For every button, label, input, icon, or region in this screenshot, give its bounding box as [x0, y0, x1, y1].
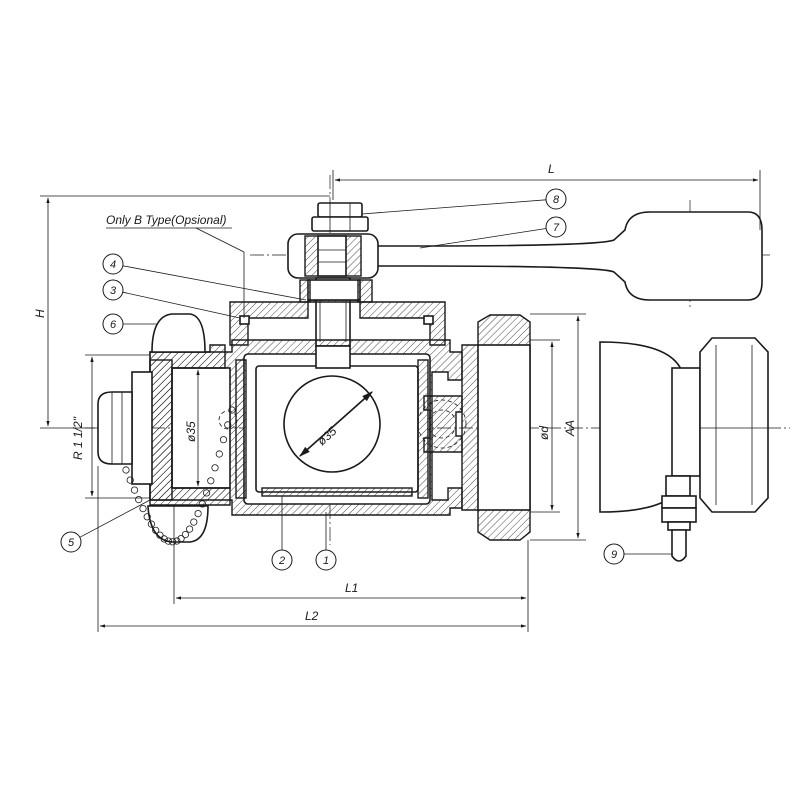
chain-bead	[130, 486, 139, 494]
balloon-7	[545, 216, 567, 238]
balloon-leader-5	[79, 499, 151, 538]
dim-thread-label: R 1 1/2"	[71, 416, 85, 460]
balloon-label-6: 6	[110, 319, 117, 331]
dust-cap	[97, 313, 209, 543]
chain-bead	[156, 531, 164, 539]
chain-bead	[190, 518, 198, 526]
chain-bead	[177, 534, 185, 543]
side-view	[599, 337, 769, 562]
chain-bead	[160, 535, 168, 543]
balloon-5	[60, 531, 82, 553]
chain-bead	[198, 500, 206, 508]
balloon-6	[102, 313, 124, 335]
balloon-leader-3	[122, 291, 241, 319]
b-type-port	[417, 395, 467, 453]
balloon-label-4: 4	[110, 259, 116, 271]
balloon-8	[545, 188, 567, 210]
dim-L-label: L	[548, 162, 555, 176]
chain-bead	[169, 538, 177, 546]
dim-L2-label: L2	[305, 609, 319, 623]
dim-L1-label: L1	[345, 581, 358, 595]
balloon-1	[315, 549, 337, 571]
chain-bead	[139, 504, 147, 513]
chain-bead	[224, 421, 232, 429]
chain-bead	[219, 436, 228, 444]
balloon-leader-7	[419, 228, 547, 249]
chain-bead	[207, 477, 215, 485]
right-union	[461, 314, 531, 541]
ball: ø35	[283, 375, 381, 473]
balloon-leader-4	[122, 265, 307, 301]
chain-bead	[126, 476, 134, 484]
dim-H-label: H	[33, 309, 47, 318]
chain-bead	[186, 525, 194, 533]
balloon-label-7: 7	[553, 222, 560, 234]
balloon-2	[271, 549, 293, 571]
chain-bead	[147, 520, 155, 528]
note-text: Only B Type(Opsional)	[106, 213, 227, 227]
chain-bead	[135, 495, 143, 504]
chain-bead	[164, 537, 172, 545]
dimension-lines: L H R 1 1/2" ø35 ød AA L1 L2	[33, 162, 761, 632]
chain-hook	[218, 410, 238, 430]
chain-bead	[122, 466, 130, 474]
stem-nut	[287, 202, 379, 279]
balloon-label-1: 1	[323, 555, 329, 567]
chain-bead	[211, 464, 219, 472]
balloon-label-8: 8	[553, 194, 560, 206]
balloon-label-2: 2	[278, 555, 285, 567]
chain-bead	[143, 513, 151, 521]
chain-bead	[181, 530, 189, 539]
chain-bead	[152, 526, 160, 534]
balloon-label-9: 9	[611, 549, 617, 561]
chain-bead	[194, 509, 202, 518]
balloon-label-5: 5	[68, 537, 75, 549]
dim-bore-label: ø35	[184, 421, 198, 442]
dim-AA-label: AA	[563, 420, 577, 437]
part-balloons: 1 2 3 4 5 6 7 8 9	[60, 188, 672, 571]
chain-bead	[215, 450, 223, 458]
type-note: Only B Type(Opsional)	[106, 213, 245, 318]
chain-bead	[203, 489, 211, 497]
balloon-9	[603, 543, 625, 565]
chain	[122, 406, 238, 546]
balloon-leader-8	[361, 199, 547, 215]
chain-bead	[228, 406, 236, 414]
balloon-4	[102, 253, 124, 275]
balloon-3	[102, 279, 124, 301]
dim-d-label: ød	[537, 426, 551, 440]
lever-handle	[374, 211, 763, 301]
balloon-label-3: 3	[110, 285, 117, 297]
